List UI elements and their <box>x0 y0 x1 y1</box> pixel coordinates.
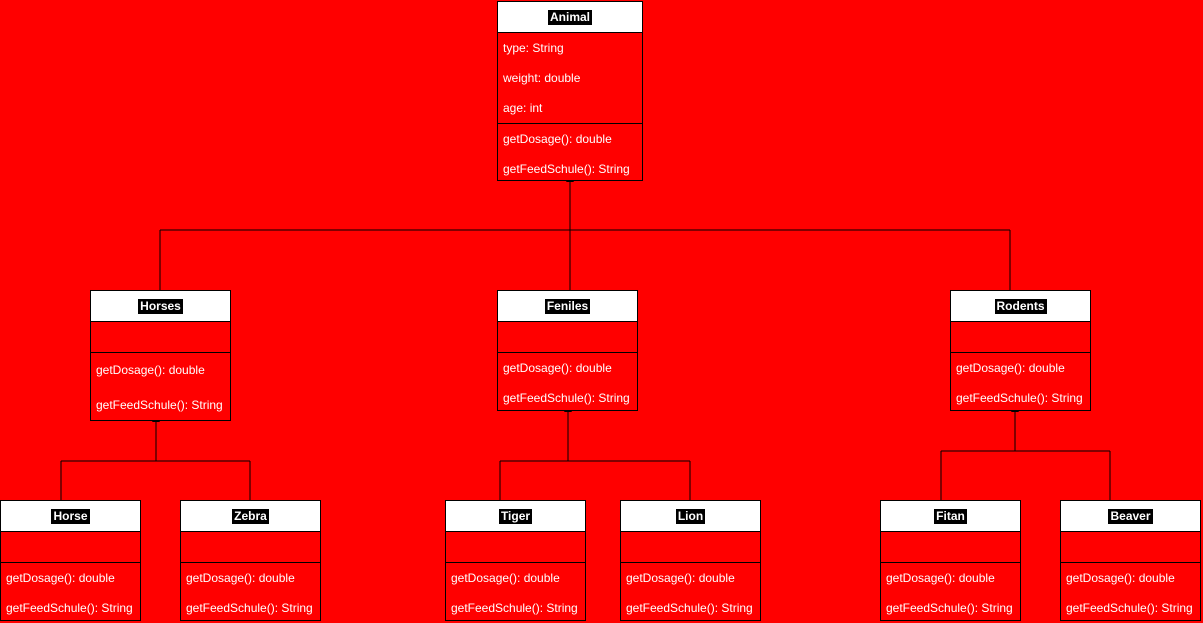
class-box-rodents[interactable]: Rodents getDosage(): double getFeedSchul… <box>950 290 1091 411</box>
class-name: Horse <box>51 508 90 524</box>
attributes-section <box>881 532 1020 563</box>
method-row: getDosage(): double <box>186 571 295 585</box>
methods-section: getDosage(): double getFeedSchule(): Str… <box>181 563 320 623</box>
attribute-row: age: int <box>503 101 543 115</box>
class-box-horses[interactable]: Horses getDosage(): double getFeedSchule… <box>90 290 231 421</box>
method-row: getDosage(): double <box>956 361 1065 375</box>
method-row: getFeedSchule(): String <box>886 601 1013 615</box>
method-row: getDosage(): double <box>886 571 995 585</box>
class-box-zebra[interactable]: Zebra getDosage(): double getFeedSchule(… <box>180 500 321 621</box>
attributes-section <box>1 532 140 563</box>
class-header: Feniles <box>498 291 637 322</box>
class-name: Feniles <box>544 298 591 314</box>
attributes-section <box>181 532 320 563</box>
class-header: Horse <box>1 501 140 532</box>
method-row: getDosage(): double <box>96 363 205 377</box>
class-name: Rodents <box>994 298 1047 314</box>
method-row: getFeedSchule(): String <box>451 601 578 615</box>
attributes-section <box>621 532 760 563</box>
class-name: Tiger <box>498 508 533 524</box>
class-header: Horses <box>91 291 230 322</box>
method-row: getFeedSchule(): String <box>956 391 1083 405</box>
methods-section: getDosage(): double getFeedSchule(): Str… <box>498 124 642 184</box>
method-row: getFeedSchule(): String <box>6 601 133 615</box>
method-row: getDosage(): double <box>626 571 735 585</box>
class-box-fitan[interactable]: Fitan getDosage(): double getFeedSchule(… <box>880 500 1021 621</box>
attributes-section <box>91 322 230 353</box>
class-box-animal[interactable]: Animal type: String weight: double age: … <box>497 1 643 181</box>
methods-section: getDosage(): double getFeedSchule(): Str… <box>498 353 637 413</box>
method-row: getFeedSchule(): String <box>186 601 313 615</box>
class-box-feniles[interactable]: Feniles getDosage(): double getFeedSchul… <box>497 290 638 411</box>
methods-section: getDosage(): double getFeedSchule(): Str… <box>951 353 1090 413</box>
attributes-section <box>498 322 637 353</box>
class-header: Animal <box>498 2 642 33</box>
methods-section: getDosage(): double getFeedSchule(): Str… <box>621 563 760 623</box>
class-header: Zebra <box>181 501 320 532</box>
class-header: Lion <box>621 501 760 532</box>
class-header: Rodents <box>951 291 1090 322</box>
method-row: getFeedSchule(): String <box>503 391 630 405</box>
method-row: getFeedSchule(): String <box>626 601 753 615</box>
attributes-section: type: String weight: double age: int <box>498 33 642 124</box>
method-row: getDosage(): double <box>6 571 115 585</box>
class-name: Beaver <box>1108 508 1153 524</box>
class-header: Beaver <box>1061 501 1200 532</box>
method-row: getFeedSchule(): String <box>1066 601 1193 615</box>
class-name: Zebra <box>232 508 269 524</box>
method-row: getFeedSchule(): String <box>96 398 223 412</box>
class-header: Fitan <box>881 501 1020 532</box>
class-name: Horses <box>138 298 183 314</box>
class-box-tiger[interactable]: Tiger getDosage(): double getFeedSchule(… <box>445 500 586 621</box>
attribute-row: type: String <box>503 41 564 55</box>
method-row: getDosage(): double <box>503 132 612 146</box>
class-box-horse[interactable]: Horse getDosage(): double getFeedSchule(… <box>0 500 141 621</box>
method-row: getDosage(): double <box>451 571 560 585</box>
methods-section: getDosage(): double getFeedSchule(): Str… <box>1061 563 1200 623</box>
attribute-row: weight: double <box>503 71 581 85</box>
method-row: getDosage(): double <box>503 361 612 375</box>
class-box-beaver[interactable]: Beaver getDosage(): double getFeedSchule… <box>1060 500 1201 621</box>
attributes-section <box>1061 532 1200 563</box>
methods-section: getDosage(): double getFeedSchule(): Str… <box>881 563 1020 623</box>
attributes-section <box>446 532 585 563</box>
class-name: Fitan <box>934 508 967 524</box>
class-name: Lion <box>675 508 706 524</box>
methods-section: getDosage(): double getFeedSchule(): Str… <box>446 563 585 623</box>
methods-section: getDosage(): double getFeedSchule(): Str… <box>91 353 230 420</box>
attributes-section <box>951 322 1090 353</box>
class-header: Tiger <box>446 501 585 532</box>
class-name: Animal <box>547 9 592 25</box>
methods-section: getDosage(): double getFeedSchule(): Str… <box>1 563 140 623</box>
method-row: getDosage(): double <box>1066 571 1175 585</box>
class-box-lion[interactable]: Lion getDosage(): double getFeedSchule()… <box>620 500 761 621</box>
method-row: getFeedSchule(): String <box>503 162 630 176</box>
